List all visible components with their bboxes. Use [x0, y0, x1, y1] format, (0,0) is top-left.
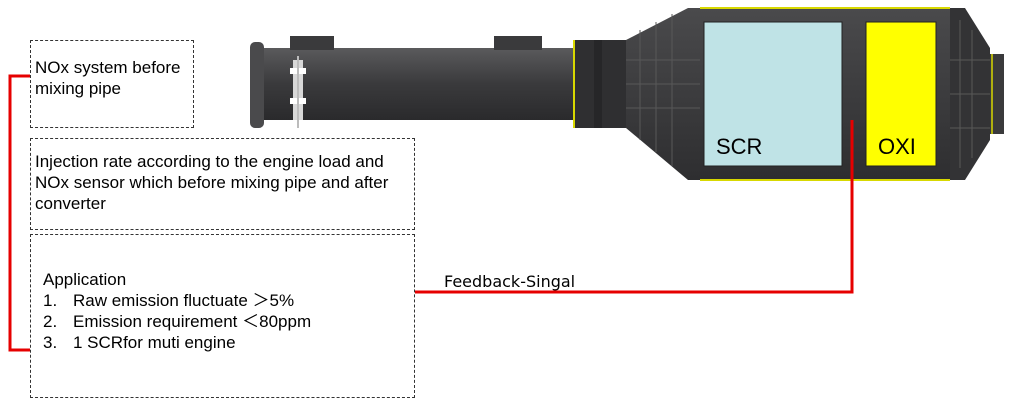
nox-system-text: NOx system before mixing pipe — [35, 58, 181, 98]
application-box: Application 1.Raw emission fluctuate ＞5%… — [30, 234, 415, 398]
oxi-catalyst: OXI — [865, 21, 937, 167]
nox-sensor-connector-line — [8, 74, 38, 352]
mixing-pipe — [250, 36, 626, 128]
application-item-1: 1.Raw emission fluctuate ＞5% — [43, 291, 295, 310]
application-item-2: 2.Emission requirement ＜80ppm — [43, 312, 312, 331]
application-item-3: 3.1 SCRfor muti engine — [43, 333, 236, 352]
feedback-signal-label: Feedback-Singal — [444, 272, 575, 291]
injector-icon — [290, 56, 306, 128]
injection-rate-text: Injection rate according to the engine l… — [35, 152, 389, 213]
injection-rate-box: Injection rate according to the engine l… — [30, 138, 415, 230]
oxi-label: OXI — [878, 134, 916, 159]
scr-catalyst: SCR — [703, 21, 843, 167]
nox-system-box: NOx system before mixing pipe — [30, 40, 194, 128]
scr-label: SCR — [716, 134, 762, 159]
application-heading: Application — [43, 270, 127, 289]
